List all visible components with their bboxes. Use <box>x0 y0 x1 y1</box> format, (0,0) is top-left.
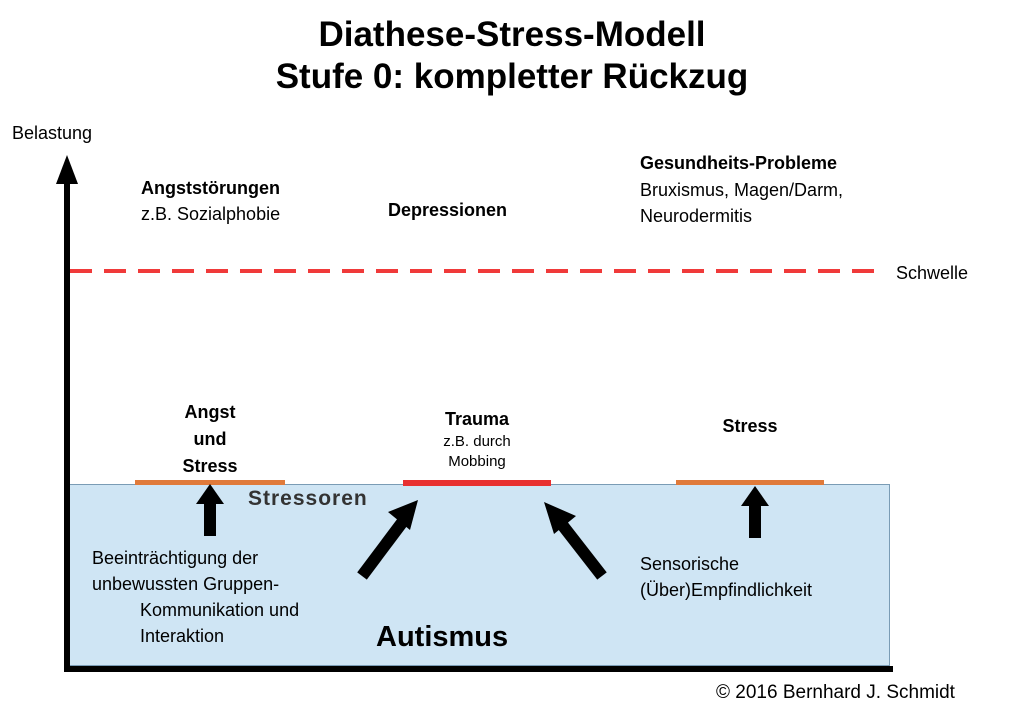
anxiety-disorders-title: Angststörungen <box>141 178 280 198</box>
stressor-bar-trauma <box>403 480 551 486</box>
cause-right-line1: Sensorische <box>640 554 740 574</box>
stressor-bar-anxiety <box>135 480 285 485</box>
arrow-up-left <box>196 484 224 536</box>
stressors-box-label: Stressoren <box>248 487 368 510</box>
depression-label: Depressionen <box>388 200 508 220</box>
arrow-up-right <box>741 486 769 538</box>
cause-left-line2: unbewussten Gruppen- <box>92 574 280 594</box>
y-axis-label: Belastung <box>12 123 93 143</box>
cause-left-line4: Interaktion <box>140 626 225 646</box>
anxiety-disorders-example: z.B. Sozialphobie <box>141 204 281 224</box>
arrow-diagonal-left <box>357 500 418 580</box>
stressor-anxiety-line1: Angst <box>184 402 236 422</box>
stressor-anxiety-line3: Stress <box>182 456 238 476</box>
stressor-bar-stress <box>676 480 824 485</box>
copyright-notice: © 2016 Bernhard J. Schmidt <box>716 682 955 703</box>
stressor-trauma-title: Trauma <box>444 409 510 429</box>
health-problems-line2: Neurodermitis <box>640 206 753 226</box>
autism-label: Autismus <box>376 621 509 653</box>
cause-right-line2: (Über)Empfindlichkeit <box>640 580 813 600</box>
cause-left-line1: Beeinträchtigung der <box>92 548 259 568</box>
health-problems-title: Gesundheits-Probleme <box>640 153 838 173</box>
cause-left-line3: Kommunikation und <box>140 600 300 620</box>
arrow-diagonal-right <box>544 502 607 580</box>
health-problems-line1: Bruxismus, Magen/Darm, <box>640 180 844 200</box>
stressor-anxiety-line2: und <box>193 429 227 449</box>
diagram-title-line2: Stufe 0: kompletter Rückzug <box>275 57 749 96</box>
diagram-title-line1: Diathese-Stress-Modell <box>318 15 706 54</box>
stressor-stress-label: Stress <box>722 416 778 436</box>
threshold-label: Schwelle <box>896 263 969 283</box>
y-axis-arrowhead <box>56 155 78 184</box>
stressor-trauma-line1: z.B. durch <box>443 433 511 450</box>
stressor-trauma-line2: Mobbing <box>448 453 506 470</box>
